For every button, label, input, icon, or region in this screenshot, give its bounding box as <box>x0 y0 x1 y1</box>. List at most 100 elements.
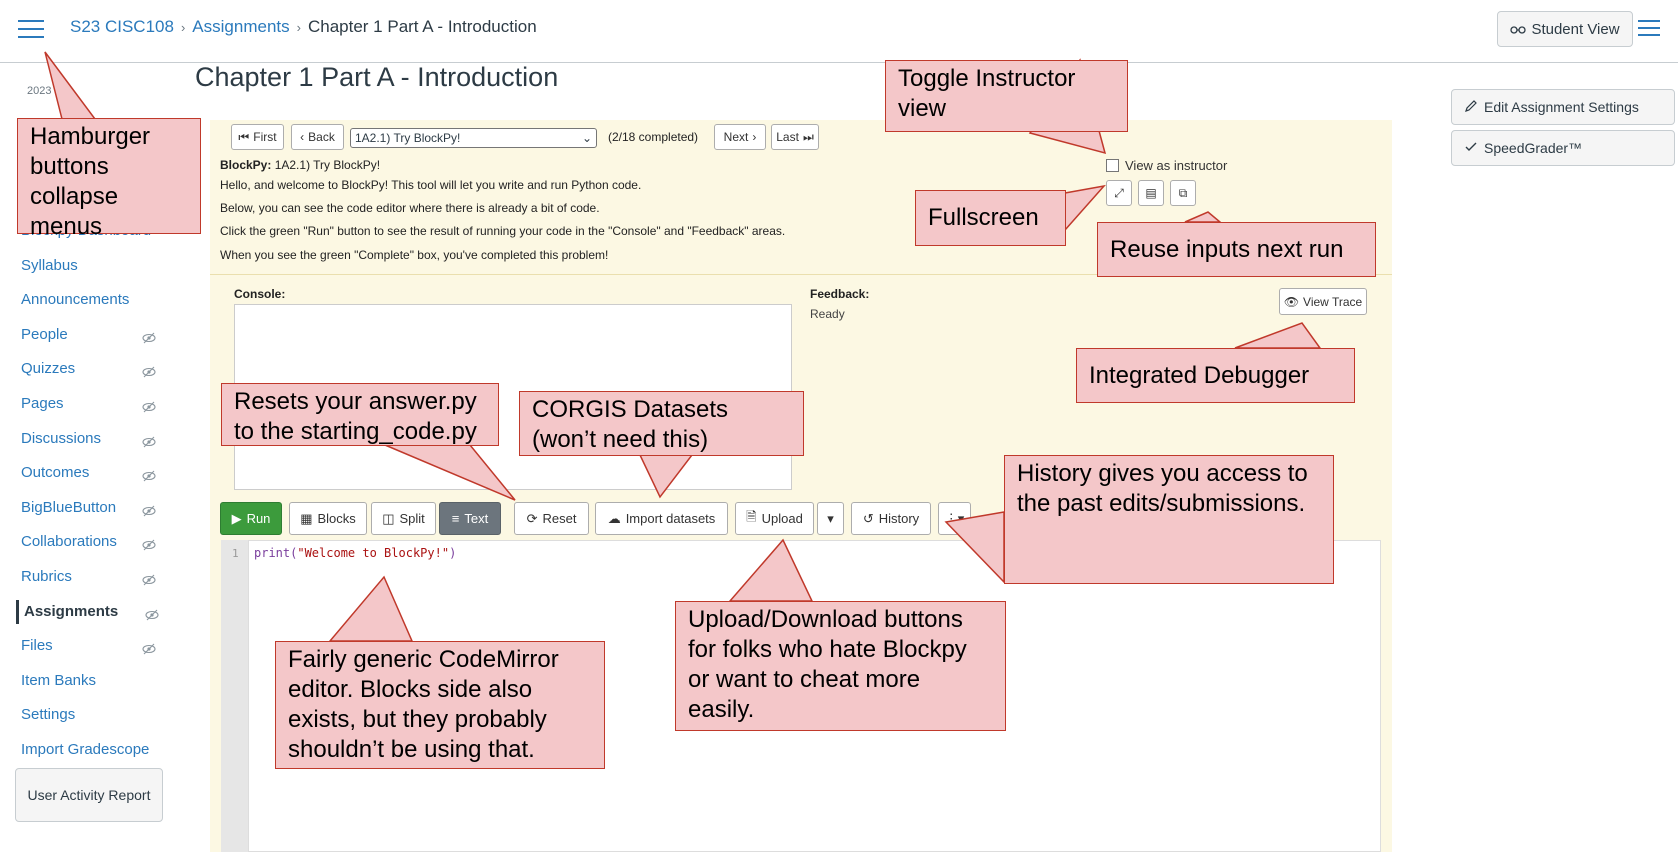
align-left-icon: ≡ <box>451 511 460 526</box>
fullscreen-button[interactable]: ⤢ <box>1106 180 1132 206</box>
back-button[interactable]: ‹Back <box>291 124 344 150</box>
hamburger-callout: Hamburger buttons collapse menus <box>17 118 201 240</box>
reset-callout: Resets your answer.py to the starting_co… <box>221 383 499 446</box>
import-datasets-button[interactable]: ☁Import datasets <box>595 502 728 535</box>
speedgrader-button[interactable]: SpeedGrader™ <box>1451 130 1675 166</box>
sidebar-item-rubrics[interactable]: Rubrics <box>21 565 161 589</box>
history-label: History <box>878 511 920 526</box>
hidden-eye-icon <box>142 397 156 413</box>
sidebar-item-import-gradescope[interactable]: Import Gradescope <box>21 738 161 762</box>
next-button[interactable]: Next› <box>714 124 766 150</box>
user-activity-report-button[interactable]: User Activity Report <box>15 768 163 822</box>
sidebar-item-quizzes[interactable]: Quizzes <box>21 357 161 381</box>
problem-title-text: 1A2.1) Try BlockPy! <box>274 158 381 172</box>
sidebar-item-settings[interactable]: Settings <box>21 703 161 727</box>
split-icon: ◫ <box>382 510 395 526</box>
edit-assignment-settings-button[interactable]: Edit Assignment Settings <box>1451 89 1675 125</box>
refresh-icon: ⟳ <box>526 510 538 526</box>
debugger-callout: Integrated Debugger <box>1076 348 1355 403</box>
sidebar-item-item-banks[interactable]: Item Banks <box>21 669 161 693</box>
codemirror-callout: Fairly generic CodeMirror editor. Blocks… <box>275 641 605 769</box>
sidebar-item-collaborations[interactable]: Collaborations <box>21 530 161 554</box>
last-label: Last <box>776 130 799 144</box>
chevron-right-icon: › <box>752 130 757 144</box>
instruction-line: Hello, and welcome to BlockPy! This tool… <box>220 178 642 192</box>
hidden-eye-icon <box>142 362 156 378</box>
sidebar-item-label: Pages <box>21 395 64 412</box>
sidebar-item-files[interactable]: Files <box>21 634 161 658</box>
sidebar-item-label: Settings <box>21 706 76 723</box>
line-number: 1 <box>232 547 239 560</box>
page-title: Chapter 1 Part A - Introduction <box>195 62 559 92</box>
hidden-eye-icon <box>142 466 156 482</box>
breadcrumb-assignments[interactable]: Assignments <box>192 17 290 36</box>
code-line[interactable]: print("Welcome to BlockPy!") <box>254 546 456 560</box>
glasses-icon <box>1510 21 1527 38</box>
text-button[interactable]: ≡ Text <box>439 502 501 535</box>
run-label: Run <box>246 511 271 526</box>
sidebar-item-label: BigBlueButton <box>21 499 117 516</box>
breadcrumb: S23 CISC108›Assignments›Chapter 1 Part A… <box>70 17 537 37</box>
instruction-line: Below, you can see the code editor where… <box>220 201 600 215</box>
code-function: print( <box>254 546 298 560</box>
split-button[interactable]: ◫Split <box>371 502 436 535</box>
upload-label: Upload <box>761 511 803 526</box>
run-button[interactable]: ▶Run <box>220 502 282 535</box>
hidden-eye-icon <box>142 639 156 655</box>
sidebar-item-pages[interactable]: Pages <box>21 392 161 416</box>
view-trace-label: View Trace <box>1303 294 1363 309</box>
sidebar-item-outcomes[interactable]: Outcomes <box>21 461 161 485</box>
pencil-icon <box>1464 99 1478 116</box>
breadcrumb-course[interactable]: S23 CISC108 <box>70 17 174 36</box>
upload-button[interactable]: 🗎Upload <box>735 502 814 535</box>
blocks-label: Blocks <box>317 511 356 526</box>
sidebar-item-discussions[interactable]: Discussions <box>21 427 161 451</box>
chevron-left-icon: ‹ <box>300 130 305 144</box>
reset-label: Reset <box>542 511 577 526</box>
sidebar-item-label: Syllabus <box>21 257 78 274</box>
blocks-button[interactable]: ▦Blocks <box>289 502 367 535</box>
divider <box>210 274 1392 275</box>
history-icon: ↺ <box>862 510 874 526</box>
top-bar <box>0 0 1678 63</box>
upload-callout: Upload/Download buttons for folks who ha… <box>675 601 1006 731</box>
fullscreen-icon: ⤢ <box>1114 185 1124 200</box>
reuse-inputs-button[interactable]: ⧉ <box>1170 180 1196 206</box>
editor-gutter <box>221 540 249 852</box>
view-trace-button[interactable]: 👁View Trace <box>1279 288 1367 315</box>
speedgrader-icon <box>1464 140 1478 157</box>
progress-text: (2/18 completed) <box>608 130 699 144</box>
first-button[interactable]: ⏮First <box>231 124 284 150</box>
edit-settings-label: Edit Assignment Settings <box>1484 99 1639 115</box>
more-vertical-icon: ⋮▾ <box>944 510 965 526</box>
sidebar-item-assignments[interactable]: Assignments <box>16 600 164 624</box>
code-paren: ) <box>449 546 457 560</box>
sidebar-item-label: Quizzes <box>21 360 76 377</box>
last-button[interactable]: Last⏭ <box>771 124 819 150</box>
problem-select[interactable]: 1A2.1) Try BlockPy! ⌄ <box>350 128 597 148</box>
sidebar-item-label: People <box>21 326 68 343</box>
history-button[interactable]: ↺ History <box>851 502 931 535</box>
sidebar-item-bigbluebutton[interactable]: BigBlueButton <box>21 496 161 520</box>
back-label: Back <box>308 130 335 144</box>
sidebar-item-label: Discussions <box>21 430 102 447</box>
reset-button[interactable]: ⟳ Reset <box>514 502 589 535</box>
hamburger-menu-icon[interactable] <box>18 20 44 40</box>
download-dropdown-button[interactable]: ▾ <box>817 502 844 535</box>
toggle-instructor-callout: Toggle Instructor view <box>885 60 1128 132</box>
text-label: Text <box>464 511 489 526</box>
sidebar-item-label: Announcements <box>21 291 130 308</box>
view-as-instructor-checkbox[interactable] <box>1106 159 1119 172</box>
student-view-button[interactable]: Student View <box>1497 11 1633 47</box>
first-label: First <box>253 130 277 144</box>
next-label: Next <box>723 130 749 144</box>
sidebar-item-syllabus[interactable]: Syllabus <box>21 254 161 278</box>
more-options-button[interactable]: ⋮▾ <box>938 502 971 535</box>
sidebar-item-label: Collaborations <box>21 533 117 550</box>
list-button[interactable]: ▤ <box>1138 180 1164 206</box>
right-hamburger-icon[interactable] <box>1638 20 1660 38</box>
sidebar-item-people[interactable]: People <box>21 323 161 347</box>
sidebar-item-label: Rubrics <box>21 568 72 585</box>
sidebar-item-label: Files <box>21 637 53 654</box>
sidebar-item-announcements[interactable]: Announcements <box>21 288 161 312</box>
